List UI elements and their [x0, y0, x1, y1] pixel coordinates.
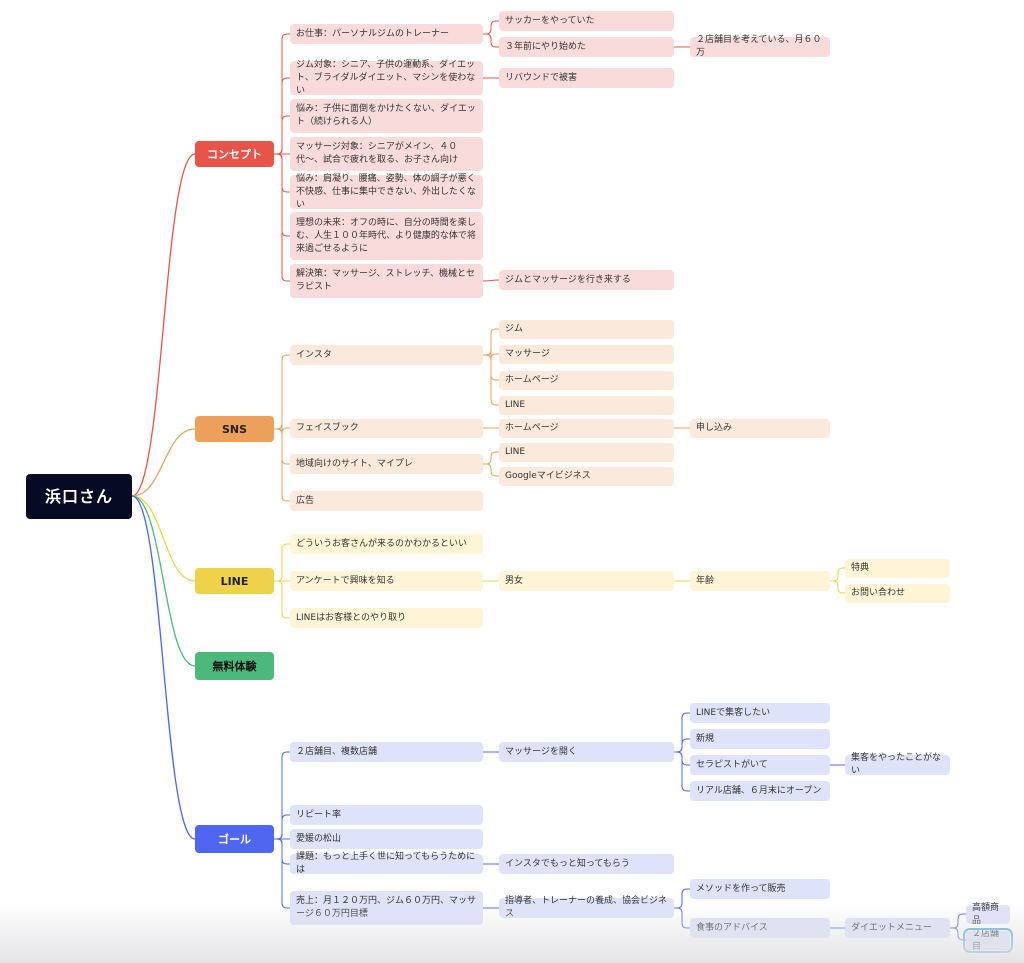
connector	[674, 738, 690, 753]
goal-node[interactable]: インスタでもっと知ってもらう	[499, 854, 674, 874]
concept-node[interactable]: ２店舗目を考えている、月６０万	[690, 35, 830, 58]
sns-node[interactable]: フェイスブック	[290, 419, 483, 438]
sns-node[interactable]: マッサージ	[499, 345, 674, 364]
connector	[483, 349, 499, 360]
connector	[274, 814, 290, 840]
connector	[830, 567, 845, 582]
sns-node[interactable]: Googleマイビジネス	[499, 467, 674, 486]
branch-line[interactable]: LINE	[195, 568, 274, 594]
connector	[674, 907, 690, 929]
connector	[674, 888, 690, 909]
sns-node[interactable]: 広告	[290, 491, 483, 511]
branch-concept[interactable]: コンセプト	[195, 141, 274, 167]
connector	[274, 580, 290, 619]
concept-node[interactable]: ジム対象：シニア、子供の運動系、ダイエット、ブライダルダイエット、マシンを使わな…	[290, 60, 483, 96]
goal-node[interactable]: リアル店舗、６月末にオープン	[690, 781, 830, 801]
branch-sns[interactable]: SNS	[195, 416, 274, 442]
goal-node[interactable]: マッサージを開く	[499, 742, 674, 762]
connector	[274, 354, 290, 430]
goal-node[interactable]: LINEで集客したい	[690, 703, 830, 723]
sns-node[interactable]: LINE	[499, 443, 674, 462]
sns-node[interactable]: 申し込み	[690, 419, 830, 438]
concept-node[interactable]: 解決策：マッサージ、ストレッチ、機械とセラピスト	[290, 264, 483, 298]
goal-node[interactable]: 高額商品	[966, 903, 1010, 926]
concept-node[interactable]: お仕事：パーソナルジムのトレーナー	[290, 24, 483, 44]
connector	[274, 115, 290, 155]
line-node[interactable]: 男女	[499, 571, 674, 591]
connector	[950, 927, 966, 941]
concept-node[interactable]: 悩み：子供に面倒をかけたくない、ダイエット（続けられる人）	[290, 99, 483, 133]
connector	[131, 495, 196, 582]
concept-node[interactable]: サッカーをやっていた	[499, 11, 674, 31]
line-node[interactable]: お問い合わせ	[845, 584, 950, 603]
goal-node[interactable]: 指導者、トレーナーの養成、協会ビジネス	[499, 896, 674, 919]
connector	[131, 495, 196, 840]
line-node[interactable]: どういうお客さんが来るのかわかるといい	[290, 534, 483, 554]
sns-node[interactable]: ホームページ	[499, 371, 674, 390]
connector	[274, 428, 290, 502]
goal-node[interactable]: 愛媛の松山	[290, 829, 483, 849]
connector	[483, 20, 499, 35]
line-node[interactable]: LINEはお客様とのやり取り	[290, 608, 483, 628]
goal-node[interactable]: リピート率	[290, 805, 483, 825]
goal-node[interactable]: メソッドを作って販売	[690, 879, 830, 899]
concept-node[interactable]: ３年前にやり始めた	[499, 37, 674, 57]
connector	[482, 279, 500, 282]
concept-node[interactable]: ジムとマッサージを行き来する	[499, 270, 674, 290]
goal-node[interactable]: 売上：月１２０万円、ジム６０万円、マッサージ６０万円目標	[290, 891, 483, 925]
connector	[131, 428, 196, 497]
connector	[131, 153, 196, 497]
goal-node[interactable]: 課題：もっと上手く世に知ってもらうためには	[290, 852, 483, 875]
line-node[interactable]: 年齢	[690, 571, 830, 591]
connector	[483, 451, 499, 465]
connector	[483, 33, 499, 48]
sns-node[interactable]: インスタ	[290, 345, 483, 365]
goal-node[interactable]: 新規	[690, 729, 830, 749]
goal-node-selected[interactable]: ２店舗目	[963, 928, 1013, 953]
sns-node[interactable]: ジム	[499, 320, 674, 339]
connector	[483, 463, 499, 477]
connector	[274, 153, 290, 282]
goal-node[interactable]: セラピストがいて	[690, 755, 830, 775]
connector	[274, 543, 290, 582]
sns-node[interactable]: LINE	[499, 396, 674, 415]
line-node[interactable]: 特典	[845, 559, 950, 578]
branch-goal[interactable]: ゴール	[195, 825, 274, 853]
concept-node[interactable]: マッサージ対象：シニアがメイン、４０代〜、試合で疲れを取る、お子さん向け	[290, 137, 483, 171]
connector	[674, 751, 690, 792]
goal-node[interactable]: ２店舗目、複数店舗	[290, 742, 483, 762]
goal-node[interactable]: ダイエットメニュー	[845, 918, 950, 938]
concept-node[interactable]: リバウンドで被害	[499, 68, 674, 88]
sns-node[interactable]: ホームページ	[499, 419, 674, 438]
concept-node[interactable]: 悩み：肩凝り、腰痛、姿勢、体の調子が悪く不快感、仕事に集中できない、外出したくな…	[290, 174, 483, 210]
branch-free-trial[interactable]: 無料体験	[195, 652, 274, 680]
line-node[interactable]: アンケートで興味を知る	[290, 571, 483, 591]
connector	[274, 838, 290, 909]
connector	[950, 913, 966, 929]
connector	[483, 354, 499, 406]
connector	[274, 423, 290, 434]
concept-node[interactable]: 理想の未来：オフの時に、自分の時間を楽しむ、人生１００年時代、より健康的な体で将…	[290, 212, 483, 260]
connector	[131, 495, 196, 667]
root-node[interactable]: 浜口さん	[26, 474, 132, 519]
sns-node[interactable]: 地域向けのサイト、マイプレ	[290, 454, 483, 474]
connector	[830, 580, 845, 594]
goal-node[interactable]: 食事のアドバイス	[690, 918, 830, 938]
goal-node[interactable]: 集客をやったことがない	[845, 753, 950, 776]
